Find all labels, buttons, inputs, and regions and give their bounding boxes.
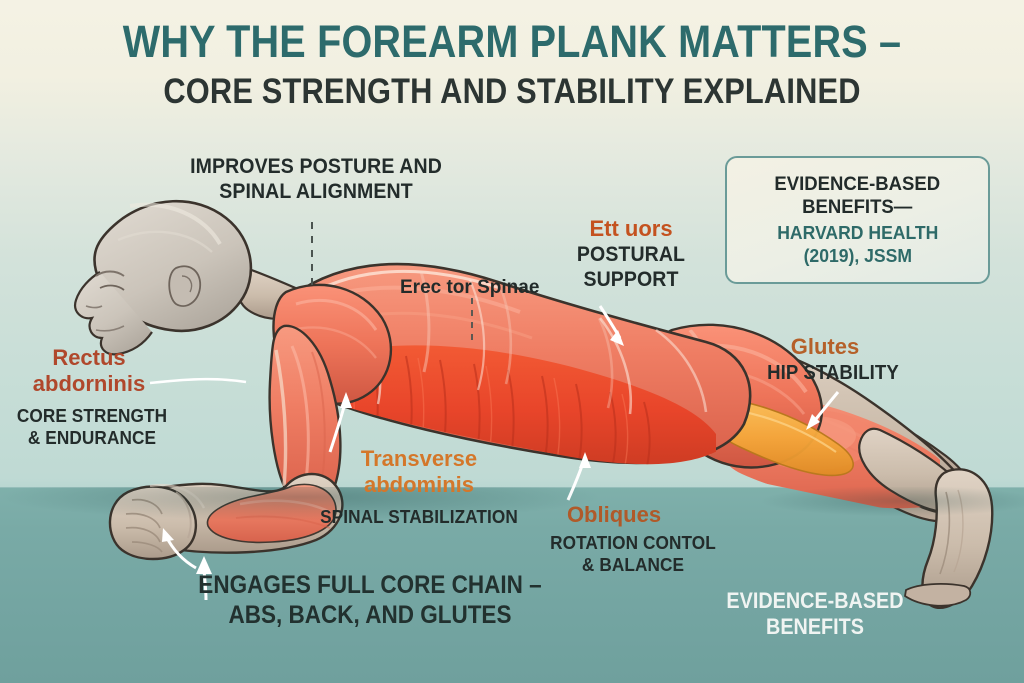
evidence-callout-box: EVIDENCE-BASED BENEFITS— HARVARD HEALTH … bbox=[725, 156, 990, 284]
callout-erector-spinae: Erec tor Spinae bbox=[400, 277, 540, 298]
statement-core-chain: ENGAGES FULL CORE CHAIN – ABS, BACK, AND… bbox=[198, 571, 542, 629]
evidence-box-heading: EVIDENCE-BASED BENEFITS— bbox=[774, 172, 941, 219]
callout-obliques-sub: ROTATION CONTOL & BALANCE bbox=[550, 532, 716, 575]
callout-rectus-muscle: Rectus abdorninis bbox=[32, 345, 146, 396]
floor-horizon-line bbox=[0, 487, 1024, 488]
page-title-line2: CORE STRENGTH AND STABILITY EXPLAINED bbox=[163, 72, 861, 111]
page-title-line1: WHY THE FOREARM PLANK MATTERS – bbox=[122, 16, 902, 67]
callout-transverse-sub: SPINAL STABILIZATION bbox=[320, 506, 518, 527]
callout-glutes-muscle: Glutes bbox=[790, 334, 860, 359]
callout-glutes-sub: HIP STABILITY bbox=[767, 362, 899, 384]
statement-evidence-footer: EVIDENCE-BASED BENEFITS bbox=[726, 588, 904, 640]
callout-erectors-sub: POSTURAL SUPPORT bbox=[576, 243, 686, 291]
callout-obliques-muscle: Obliques bbox=[566, 502, 662, 527]
evidence-box-body: HARVARD HEALTH (2019), JSSM bbox=[776, 222, 939, 266]
callout-posture: IMPROVES POSTURE AND SPINAL ALIGNMENT bbox=[190, 155, 442, 203]
callout-transverse-muscle: Transverse abdominis bbox=[360, 446, 478, 497]
callout-erectors-muscle: Ett uors bbox=[589, 216, 673, 241]
figure-shadow bbox=[0, 487, 1024, 557]
callout-rectus-sub: CORE STRENGTH & ENDURANCE bbox=[16, 405, 168, 448]
